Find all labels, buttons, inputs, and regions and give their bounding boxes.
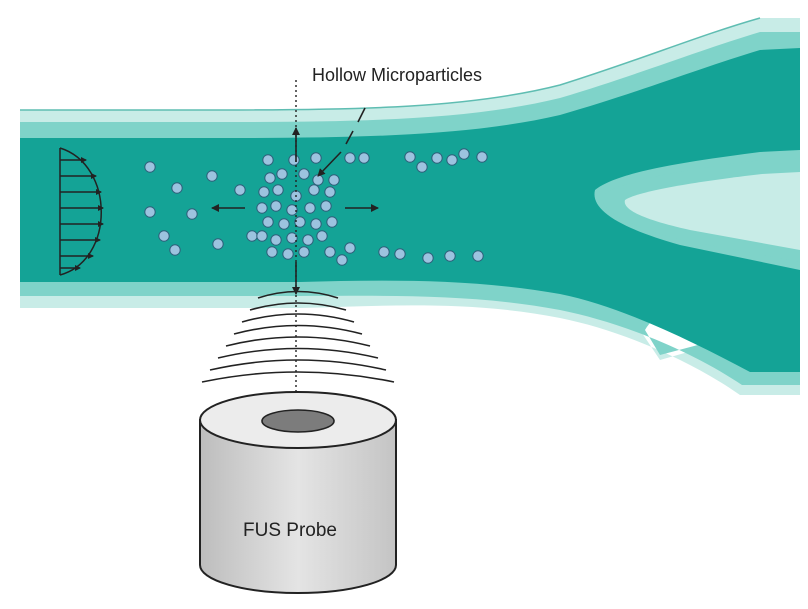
microparticle-icon [310, 152, 322, 164]
microparticle-icon [262, 154, 274, 166]
microparticle-icon [294, 216, 306, 228]
flow-profile [59, 147, 104, 276]
vessel-branch-wall-core [624, 172, 800, 250]
microparticle-icon [246, 230, 258, 242]
microparticle-icon [310, 218, 322, 230]
transducer-icon [199, 391, 397, 594]
vessel-top-edge [20, 17, 761, 111]
microparticle-icon [472, 250, 484, 262]
microparticle-icon [186, 208, 198, 220]
microparticle-icon [264, 172, 276, 184]
microparticle-icon [344, 152, 356, 164]
microparticle-icon [270, 234, 282, 246]
particles-label: Hollow Microparticles [312, 65, 482, 85]
microparticle-icon [320, 200, 332, 212]
microparticle-icon [344, 242, 356, 254]
microparticle-icon [312, 174, 324, 186]
microparticle-icon [234, 184, 246, 196]
microparticle-icon [262, 216, 274, 228]
microparticle-icon [324, 246, 336, 258]
microparticle-icon [169, 244, 181, 256]
microparticle-icon [358, 152, 370, 164]
label-pointer [317, 107, 366, 177]
microparticle-icon [272, 184, 284, 196]
microparticle-icon [304, 202, 316, 214]
microparticle-icon [212, 238, 224, 250]
microparticle-icon [266, 246, 278, 258]
microparticle-icon [286, 204, 298, 216]
microparticle-icon [158, 230, 170, 242]
force-arrows [211, 127, 379, 295]
microparticle-icon [288, 154, 300, 166]
microparticle-icon [256, 202, 268, 214]
microparticle-icon [316, 230, 328, 242]
microparticle-icon [422, 252, 434, 264]
microparticle-icon [378, 246, 390, 258]
microparticle-icon [328, 174, 340, 186]
microparticle-icon [446, 154, 458, 166]
microparticle-icon [256, 230, 268, 242]
microparticle-icon [336, 254, 348, 266]
microparticle-icon [458, 148, 470, 160]
ultrasound-wave-icon [201, 290, 395, 383]
microparticle-icon [276, 168, 288, 180]
microparticle-icon [298, 246, 310, 258]
microparticle-icon [258, 186, 270, 198]
microparticle-icon [278, 218, 290, 230]
microparticle-icon [144, 161, 156, 173]
microparticles [144, 148, 488, 266]
microparticle-icon [324, 186, 336, 198]
microparticle-icon [206, 170, 218, 182]
microparticle-icon [308, 184, 320, 196]
microparticle-icon [326, 216, 338, 228]
vessel-lumen [20, 48, 800, 372]
microparticle-icon [431, 152, 443, 164]
microparticle-icon [144, 206, 156, 218]
microparticle-icon [416, 161, 428, 173]
probe-aperture [261, 409, 335, 433]
microparticle-icon [282, 248, 294, 260]
microparticle-icon [171, 182, 183, 194]
probe-body [199, 419, 397, 594]
microparticle-icon [298, 168, 310, 180]
microparticle-icon [404, 151, 416, 163]
microparticle-icon [302, 234, 314, 246]
microparticle-icon [270, 200, 282, 212]
microparticle-icon [444, 250, 456, 262]
probe-label: FUS Probe [243, 520, 337, 541]
microparticle-icon [476, 151, 488, 163]
microparticle-icon [394, 248, 406, 260]
microparticle-icon [286, 232, 298, 244]
